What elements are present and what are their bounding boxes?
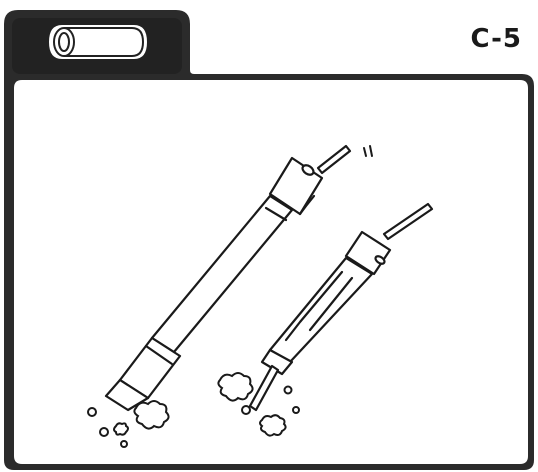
content-frame bbox=[14, 80, 528, 464]
step-label: C-5 bbox=[470, 24, 522, 54]
tube-part-icon bbox=[50, 26, 146, 58]
